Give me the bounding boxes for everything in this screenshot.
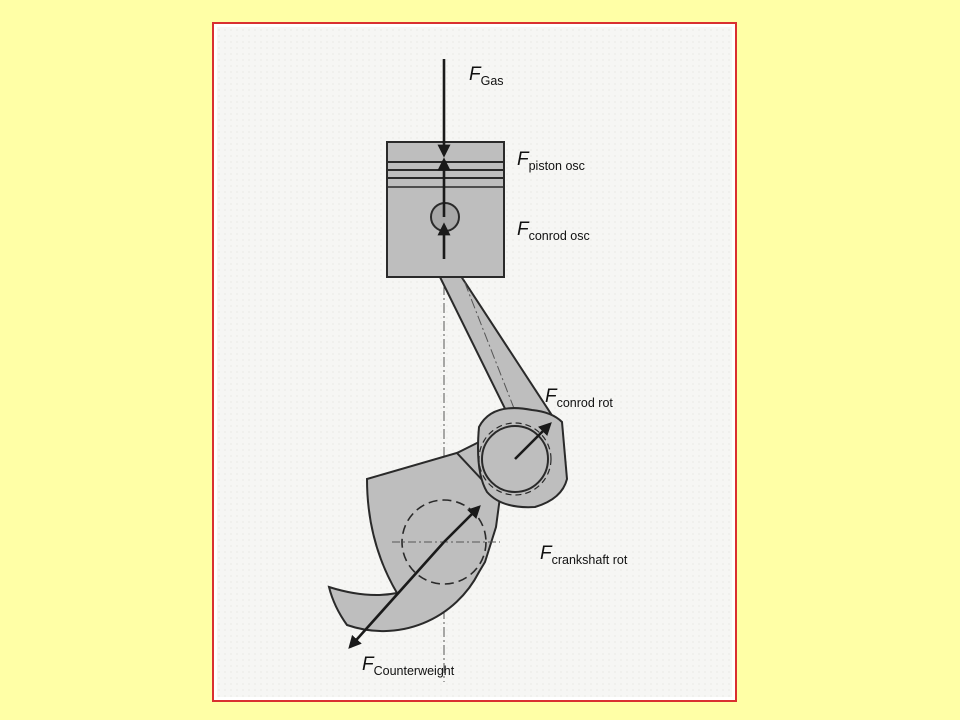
label-counterweight-symbol: F <box>362 654 374 675</box>
page-texture <box>217 27 732 697</box>
label-conrod-osc-force: Fconrod osc <box>517 219 590 242</box>
figure-canvas: FGas Fpiston osc Fconrod osc Fconrod rot… <box>217 27 732 697</box>
crank-mechanism-diagram <box>217 27 732 697</box>
label-conrod-rot-force: Fconrod rot <box>545 386 613 409</box>
label-counterweight-force: FCounterweight <box>362 654 454 677</box>
main-journal <box>401 499 487 585</box>
label-crankshaft-rot-force: Fcrankshaft rot <box>540 543 627 566</box>
label-conrod-osc-sub: conrod osc <box>528 229 590 243</box>
arrow-counterweight-force <box>348 541 445 649</box>
crankpin-bore-dashed <box>478 422 552 496</box>
label-gas-symbol: F <box>469 64 481 85</box>
label-conrod-rot-symbol: F <box>545 386 557 407</box>
label-piston-osc-sub: piston osc <box>528 159 585 173</box>
label-crankshaft-rot-symbol: F <box>540 543 552 564</box>
label-piston-osc-force: Fpiston osc <box>517 149 585 172</box>
label-conrod-rot-sub: conrod rot <box>556 396 613 410</box>
label-piston-osc-symbol: F <box>517 149 529 170</box>
label-gas-force: FGas <box>469 64 504 87</box>
label-gas-sub: Gas <box>480 74 504 88</box>
arrow-crankshaft-rot-force <box>443 505 481 543</box>
label-conrod-osc-symbol: F <box>517 219 529 240</box>
label-counterweight-sub: Counterweight <box>373 664 455 678</box>
arrow-conrod-rot-force <box>514 422 552 460</box>
label-crankshaft-rot-sub: crankshaft rot <box>551 553 628 567</box>
figure-frame: FGas Fpiston osc Fconrod osc Fconrod rot… <box>212 22 737 702</box>
